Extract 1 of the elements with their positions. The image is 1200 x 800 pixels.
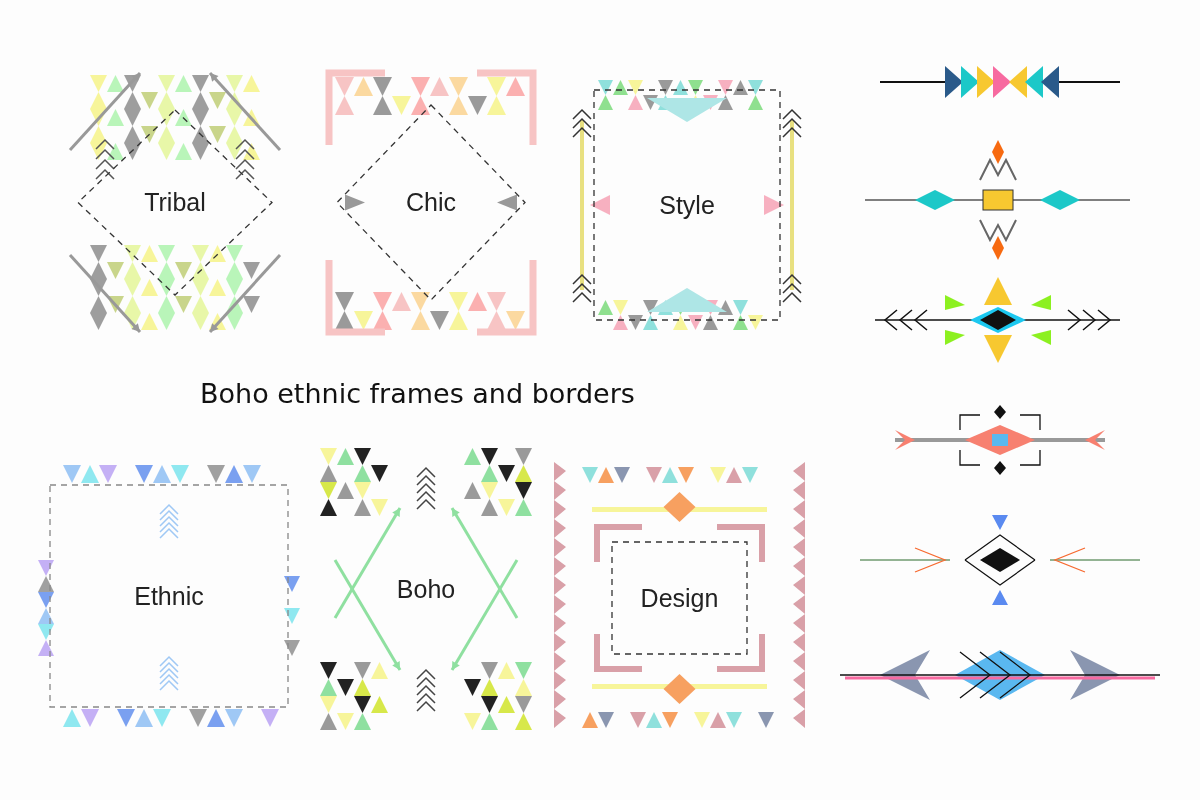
title: Boho ethnic frames and borders bbox=[200, 378, 635, 409]
